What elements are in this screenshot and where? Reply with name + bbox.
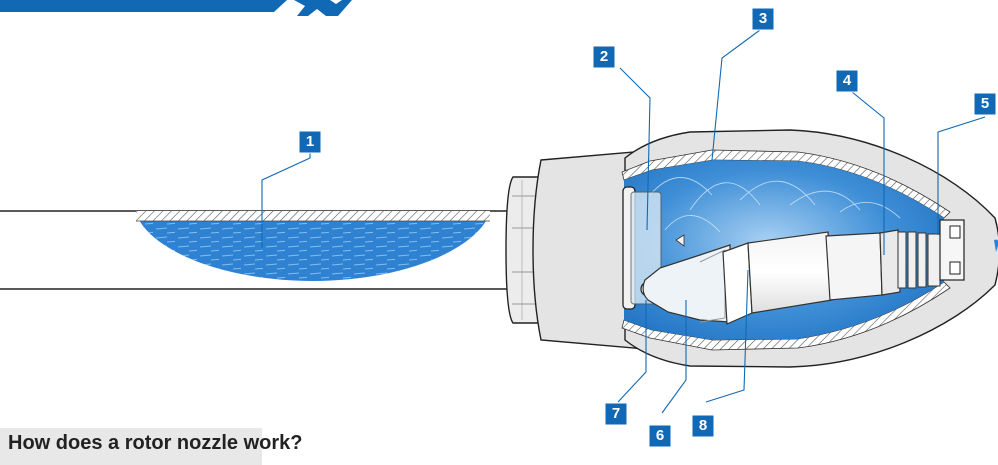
callout-4: 4 — [842, 72, 852, 89]
callout-7: 7 — [611, 405, 621, 422]
callout-2: 2 — [599, 48, 609, 65]
callout-5: 5 — [980, 95, 990, 112]
hose-section — [0, 210, 513, 290]
callout-8: 8 — [698, 417, 708, 434]
water-jet — [994, 239, 998, 252]
rotor — [642, 219, 965, 325]
hatched-wall — [136, 211, 490, 221]
top-banner-shape — [0, 0, 352, 16]
callout-1: 1 — [305, 133, 315, 150]
leader-lines — [261, 29, 986, 414]
callout-3: 3 — [758, 10, 768, 27]
callout-6: 6 — [655, 427, 665, 444]
title-bar: How does a rotor nozzle work? — [0, 428, 302, 465]
callout-boxes — [298, 7, 997, 448]
page-title: How does a rotor nozzle work? — [8, 432, 303, 454]
